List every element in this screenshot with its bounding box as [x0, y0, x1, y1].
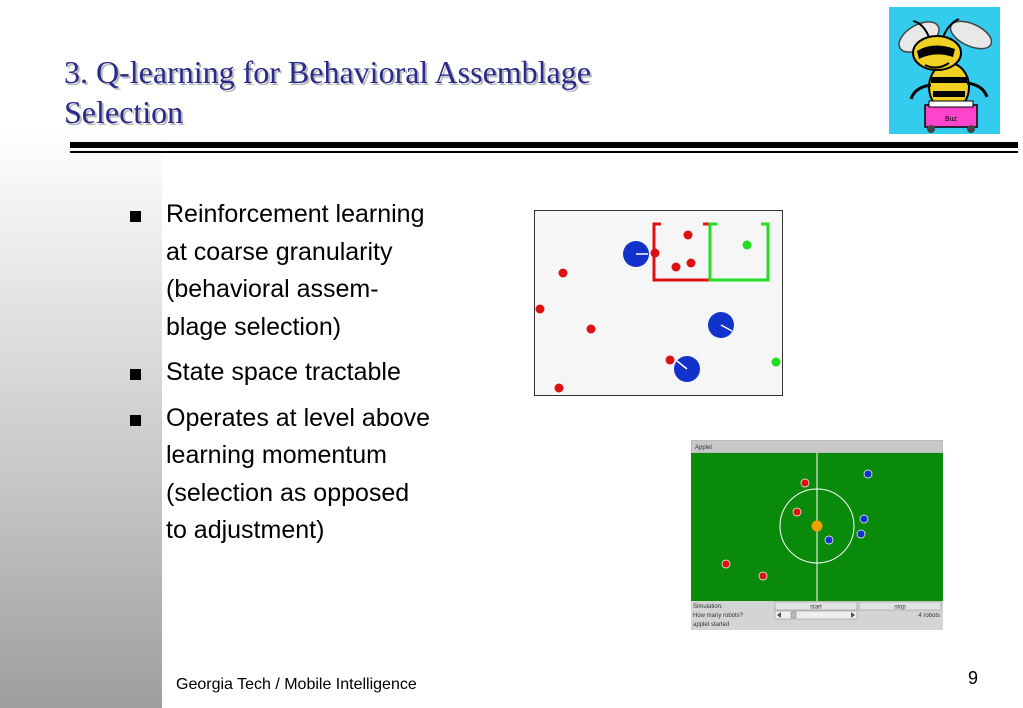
bullet-line: (behavioral assem-	[166, 275, 379, 303]
soccer-ball	[811, 520, 823, 532]
applet-title: Applet	[695, 445, 712, 451]
bullet-line: at coarse granularity	[166, 237, 393, 266]
robot-wheel-left	[927, 125, 935, 133]
applet-status: applet started	[693, 622, 729, 628]
applet-robots-label: How many robots?	[693, 613, 744, 619]
applet-title-bar	[691, 440, 943, 454]
title-rule-thick	[70, 142, 1018, 148]
green-attractor	[771, 357, 781, 367]
field-center-circle	[779, 488, 855, 564]
bullet-line: blage selection)	[166, 312, 342, 341]
blue-player	[863, 469, 873, 479]
red-player	[758, 571, 768, 581]
robot-heading	[676, 360, 688, 370]
page-number: 9	[968, 668, 979, 688]
antenna-right	[942, 18, 960, 38]
robot-wheel-right	[967, 125, 975, 133]
arena-border	[534, 210, 783, 396]
left-gradient-strip	[0, 0, 162, 708]
bee-sunglasses	[917, 45, 955, 59]
foraging-simulation-image	[534, 210, 783, 396]
applet-simulation-label: Simulation:	[693, 604, 723, 610]
red-player	[721, 559, 731, 569]
bullet-line: learning momentum	[166, 441, 387, 469]
slide-title: 3. Q-learning for Behavioral Assemblage …	[64, 52, 824, 132]
bullet-line: State space tractable	[166, 358, 401, 386]
bee-stripe-1	[931, 77, 967, 83]
bullet-line: Reinforcement learning	[166, 200, 425, 228]
bullet-item: Operates at level above learning momentu…	[130, 400, 510, 550]
bullet-marker	[130, 414, 141, 426]
blue-player	[824, 535, 834, 545]
red-attractor	[535, 304, 545, 314]
slide-footer: Georgia Tech / Mobile Intelligence	[176, 676, 417, 693]
slider-thumb[interactable]	[790, 611, 797, 619]
applet-robots-value: 4 robots	[918, 613, 940, 619]
bullet-line: Operates at level above	[166, 403, 431, 432]
robot-badge-text: Buz	[945, 116, 958, 123]
red-attractor	[686, 258, 696, 268]
bullet-item: Reinforcement learning at coarse granula…	[130, 196, 510, 346]
robot-heading	[720, 324, 733, 332]
bullet-line: (selection as opposed	[166, 478, 410, 507]
slide-title-line-1: 3. Q-learning for Behavioral Assemblage	[64, 54, 591, 90]
slide-title-line-2: Selection	[64, 94, 184, 130]
applet-start-button[interactable]	[774, 601, 858, 611]
applet-stop-label: stop	[894, 605, 906, 611]
bullet-line: to adjustment)	[166, 516, 325, 544]
applet-stop-button[interactable]	[858, 601, 942, 611]
applet-start-label: start	[810, 605, 822, 611]
red-attractor	[554, 383, 564, 393]
robot-panel	[928, 100, 974, 108]
bee-stripe-2	[933, 91, 965, 97]
buzz-mascot-logo: Buz	[889, 7, 1000, 134]
green-attractor	[742, 240, 752, 250]
blue-player	[856, 529, 866, 539]
bee-mouth	[924, 62, 950, 69]
red-attractor	[558, 268, 568, 278]
bee-arm-left	[909, 83, 932, 100]
applet-robots-slider[interactable]	[774, 610, 858, 620]
bullet-list: Reinforcement learning at coarse granula…	[130, 196, 510, 558]
red-attractor	[683, 230, 693, 240]
red-player	[792, 507, 802, 517]
blue-player	[859, 514, 869, 524]
bullet-marker	[130, 369, 141, 380]
slider-left-arrow-icon[interactable]	[777, 612, 781, 618]
soccer-applet-image: Applet Simulation: start stop How many r…	[691, 440, 943, 630]
red-attractor	[665, 355, 675, 365]
red-attractor	[650, 248, 660, 258]
bullet-marker	[130, 211, 141, 222]
antenna-left	[912, 20, 930, 38]
red-player	[800, 478, 810, 488]
bee-arm-right	[966, 81, 989, 98]
slider-right-arrow-icon[interactable]	[851, 612, 855, 618]
red-attractor	[586, 324, 596, 334]
title-rule-thin	[70, 151, 1018, 153]
bullet-item: State space tractable	[130, 354, 510, 392]
green-bin	[708, 222, 770, 282]
red-attractor	[671, 262, 681, 272]
